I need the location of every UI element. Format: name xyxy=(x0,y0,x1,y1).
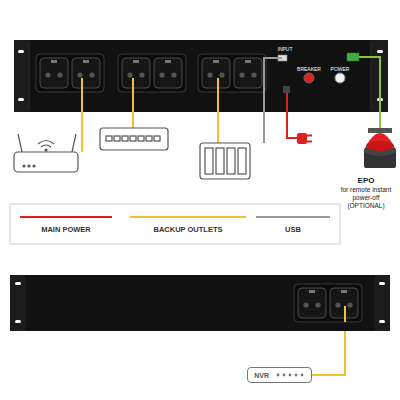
legend-line xyxy=(256,216,330,218)
device-leds xyxy=(275,371,305,379)
legend-line xyxy=(130,216,246,218)
device-name: NVR xyxy=(254,372,269,379)
legend-text: BACKUP OUTLETS xyxy=(130,225,246,234)
nvr-device: NVR xyxy=(247,367,312,383)
panel-label: INPUT xyxy=(278,46,293,52)
wire-stubs xyxy=(82,78,345,322)
legend-entry: MAIN POWER xyxy=(20,216,112,234)
panel-label: POWER xyxy=(331,66,350,72)
legend-box xyxy=(10,204,340,244)
input-socket xyxy=(283,86,290,93)
outlet-pair xyxy=(118,54,186,92)
legend-line xyxy=(20,216,112,218)
nas-icon xyxy=(200,143,250,179)
outlet-group xyxy=(294,284,362,322)
panel-label: BREAKER xyxy=(297,66,321,72)
legend-entry: USB xyxy=(256,216,330,234)
ups-rear-panel xyxy=(10,275,390,331)
outlet-pair xyxy=(294,284,362,322)
legend-text: USB xyxy=(256,225,330,234)
outlet-pair xyxy=(36,54,104,92)
ups-rear-panel xyxy=(14,40,388,112)
outlet-pair xyxy=(198,54,266,92)
legend-text: MAIN POWER xyxy=(20,225,112,234)
power-plug xyxy=(297,133,312,144)
network-switch-icon xyxy=(100,128,168,150)
epo-description: for remote instant power-off (OPTIONAL) xyxy=(334,186,398,210)
epo-button xyxy=(364,128,396,168)
epo-terminal xyxy=(347,53,359,61)
router-icon xyxy=(14,134,78,172)
breaker-button xyxy=(304,73,314,83)
power-button xyxy=(335,73,345,83)
epo-heading: EPO xyxy=(334,176,398,186)
legend-entry: BACKUP OUTLETS xyxy=(130,216,246,234)
outlet-group xyxy=(36,54,266,92)
epo-callout: EPOfor remote instant power-off (OPTIONA… xyxy=(334,176,398,210)
